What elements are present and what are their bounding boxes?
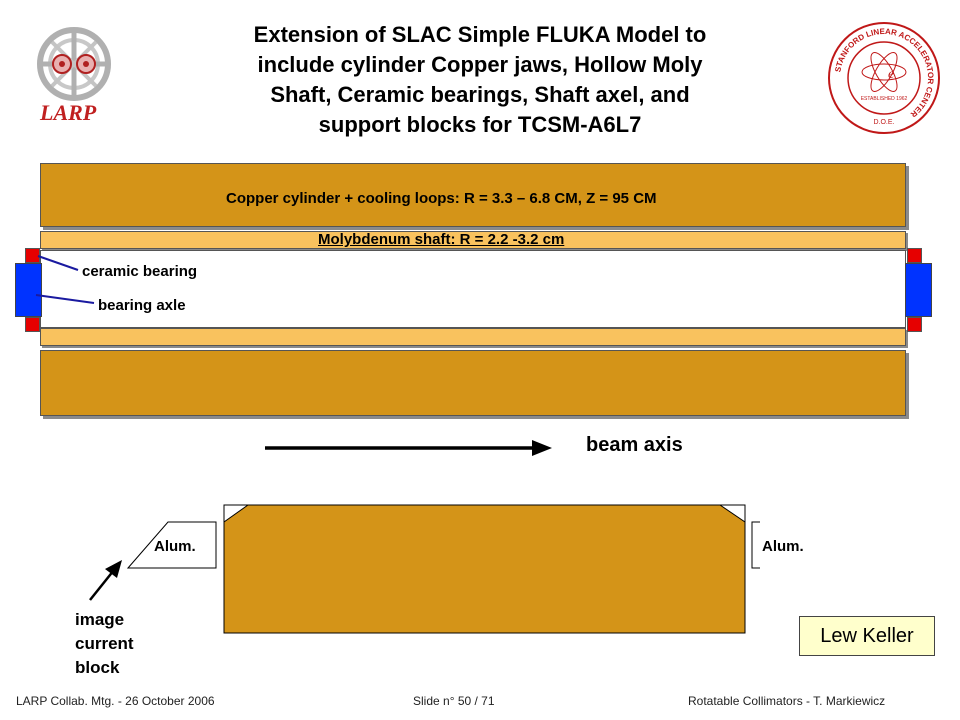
seal-established: ESTABLISHED 1962 xyxy=(861,96,908,102)
slide-title: Extension of SLAC Simple FLUKA Model to … xyxy=(180,20,780,140)
seal-electron-symbol: e xyxy=(888,67,894,82)
slac-seal-icon: STANFORD LINEAR ACCELERATOR CENTER e EST… xyxy=(828,22,940,134)
image-block-line: image xyxy=(75,610,125,629)
title-line: Extension of SLAC Simple FLUKA Model to xyxy=(253,22,707,47)
axle-leader-line xyxy=(35,294,95,304)
title-line: Shaft, Ceramic bearings, Shaft axel, and xyxy=(270,82,690,107)
larp-emblem-icon xyxy=(37,27,111,101)
copper-cylinder-bottom xyxy=(40,350,906,416)
image-block-line: current xyxy=(75,634,134,653)
ceramic-bearing-right-top xyxy=(907,248,922,263)
ceramic-bearing-label: ceramic bearing xyxy=(82,263,198,280)
slac-seal: STANFORD LINEAR ACCELERATOR CENTER e EST… xyxy=(826,20,942,136)
title-line: support blocks for TCSM-A6L7 xyxy=(318,112,642,137)
image-block-line: block xyxy=(75,658,120,677)
footer-left: LARP Collab. Mtg. - 26 October 2006 xyxy=(16,694,215,708)
image-current-block-assembly xyxy=(126,504,760,634)
alum-block-left xyxy=(126,521,217,569)
ceramic-bearing-right-bottom xyxy=(907,317,922,332)
alum-block-right xyxy=(751,521,760,569)
image-block-arrowhead-icon xyxy=(105,560,122,578)
beam-arrowhead-icon xyxy=(532,440,552,456)
image-current-block-label: image current block xyxy=(75,608,134,680)
bearing-axle-label: bearing axle xyxy=(98,297,186,314)
copper-cylinder-label: Copper cylinder + cooling loops: R = 3.3… xyxy=(226,190,657,207)
alum-right-label: Alum. xyxy=(762,538,804,555)
seal-doe: D.O.E. xyxy=(873,119,894,126)
title-line: include cylinder Copper jaws, Hollow Mol… xyxy=(257,52,703,77)
moly-shaft-bottom xyxy=(40,328,906,346)
moly-shaft-top xyxy=(40,231,906,249)
moly-shaft-label: Molybdenum shaft: R = 2.2 -3.2 cm xyxy=(318,231,565,248)
author-credit-box: Lew Keller xyxy=(799,616,935,656)
copper-cylinder-top xyxy=(40,163,906,227)
footer-center: Slide n° 50 / 71 xyxy=(413,694,495,708)
bearing-axle-right xyxy=(905,263,932,317)
ceramic-leader-line xyxy=(37,255,79,271)
image-block-pointer-line xyxy=(89,569,115,601)
beam-axis-label: beam axis xyxy=(586,434,683,456)
image-current-block xyxy=(223,504,746,634)
bearing-axle-left xyxy=(15,263,42,317)
alum-left-label: Alum. xyxy=(154,538,196,555)
shaft-bore xyxy=(40,250,906,328)
footer-right: Rotatable Collimators - T. Markiewicz xyxy=(688,694,886,708)
larp-logo-text: LARP xyxy=(40,100,97,125)
ceramic-bearing-left-bottom xyxy=(25,317,40,332)
larp-logo: LARP xyxy=(24,20,124,130)
